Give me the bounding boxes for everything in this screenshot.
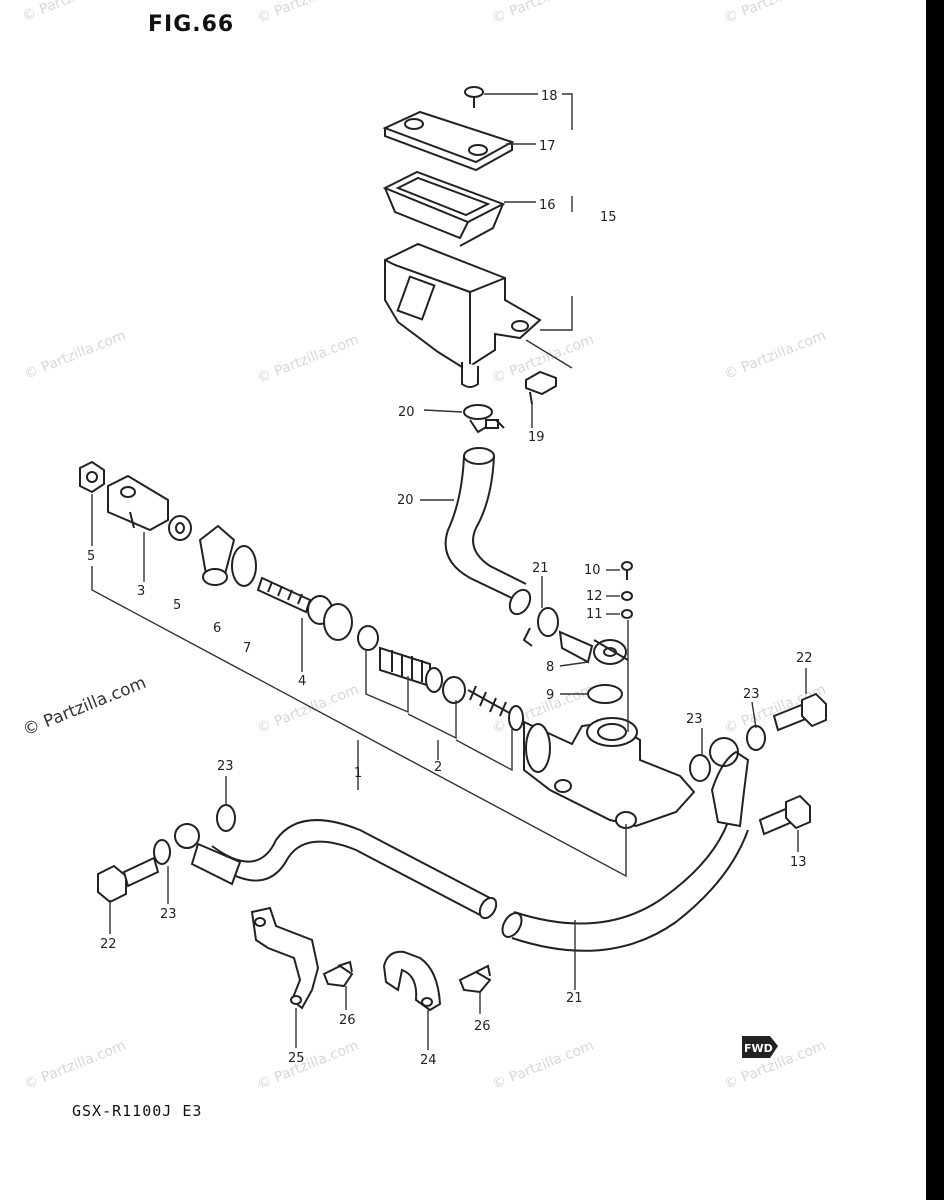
union-bolt-left [97, 856, 160, 904]
hose-bracket [250, 906, 320, 1010]
washer [689, 754, 711, 782]
page-edge-bar [926, 0, 944, 1200]
callout-20b: 21 [532, 561, 549, 576]
callout-1: 1 [354, 766, 362, 781]
callout-24: 24 [420, 1053, 437, 1068]
callout-25: 25 [288, 1051, 305, 1066]
piston-rod [256, 576, 353, 641]
callout-26-left: 26 [339, 1013, 356, 1028]
callout-17: 18 [541, 89, 558, 104]
piston-cup [357, 625, 379, 651]
reservoir-tank [384, 242, 542, 388]
callout-26-right: 26 [474, 1019, 491, 1034]
washer [216, 804, 236, 832]
model-code: GSX-R1100J E3 [72, 1102, 203, 1120]
forward-arrow-badge: FWD [742, 1036, 778, 1058]
circlip [231, 545, 257, 587]
callout-6: 6 [213, 621, 221, 636]
hose-clamp [382, 950, 442, 1012]
reservoir-bolt [525, 370, 557, 405]
callout-14: 15 [600, 210, 617, 225]
union-screw [621, 561, 633, 619]
callout-5b: 5 [173, 598, 181, 613]
clevis-nut [79, 460, 105, 494]
callout-2: 2 [434, 760, 442, 775]
callout-21: 21 [566, 991, 583, 1006]
callout-22-left: 22 [100, 937, 117, 952]
washer [746, 725, 766, 751]
callout-16: 17 [539, 139, 556, 154]
callout-23-right-a: 23 [743, 687, 760, 702]
callout-20: 20 [398, 405, 415, 420]
callout-23-left-b: 23 [160, 907, 177, 922]
fwd-label: FWD [744, 1042, 773, 1055]
callout-18: 19 [528, 430, 545, 445]
o-ring [587, 684, 623, 704]
callout-19: 20 [397, 493, 414, 508]
callout-4: 4 [298, 674, 306, 689]
callout-10: 10 [584, 563, 601, 578]
master-cylinder-body [523, 717, 696, 829]
figure-title: FIG.66 [148, 12, 235, 37]
hose-clamp-upper [463, 404, 505, 434]
callout-23-left-a: 23 [217, 759, 234, 774]
callout-23-right-b: 23 [686, 712, 703, 727]
callout-22-right: 22 [796, 651, 813, 666]
reservoir-diaphragm [382, 170, 506, 247]
callout-12: 12 [586, 589, 603, 604]
union-bolt-right [772, 692, 827, 732]
callout-13: 13 [790, 855, 807, 870]
brake-hose [211, 737, 750, 952]
callout-labels: 18 17 16 15 20 19 20 21 10 12 11 8 9 5 3… [87, 89, 813, 1068]
hose-clamp-lower [522, 607, 559, 647]
callout-11: 11 [586, 607, 603, 622]
callout-3: 3 [137, 584, 145, 599]
reservoir-cap [382, 110, 515, 172]
callout-15: 16 [539, 198, 556, 213]
clamp-bolt [458, 964, 492, 994]
reservoir-cap-screw [464, 86, 484, 108]
clevis-nut-2 [168, 515, 192, 541]
callout-9: 9 [546, 688, 554, 703]
banjo-fitting-left [174, 823, 242, 886]
reservoir-union [558, 630, 629, 665]
mounting-bolt [758, 794, 811, 836]
clamp-bolt [322, 960, 354, 988]
pushrod-clevis [107, 474, 169, 532]
callout-5: 5 [87, 549, 95, 564]
callout-8: 8 [546, 660, 554, 675]
dust-boot [198, 524, 236, 586]
leader-lines [91, 93, 807, 1050]
return-spring [467, 685, 524, 731]
callout-7: 7 [243, 641, 251, 656]
piston-spring-assembly [379, 646, 443, 693]
reservoir-hose [444, 447, 532, 616]
washer [153, 839, 171, 865]
secondary-cup [442, 676, 466, 704]
